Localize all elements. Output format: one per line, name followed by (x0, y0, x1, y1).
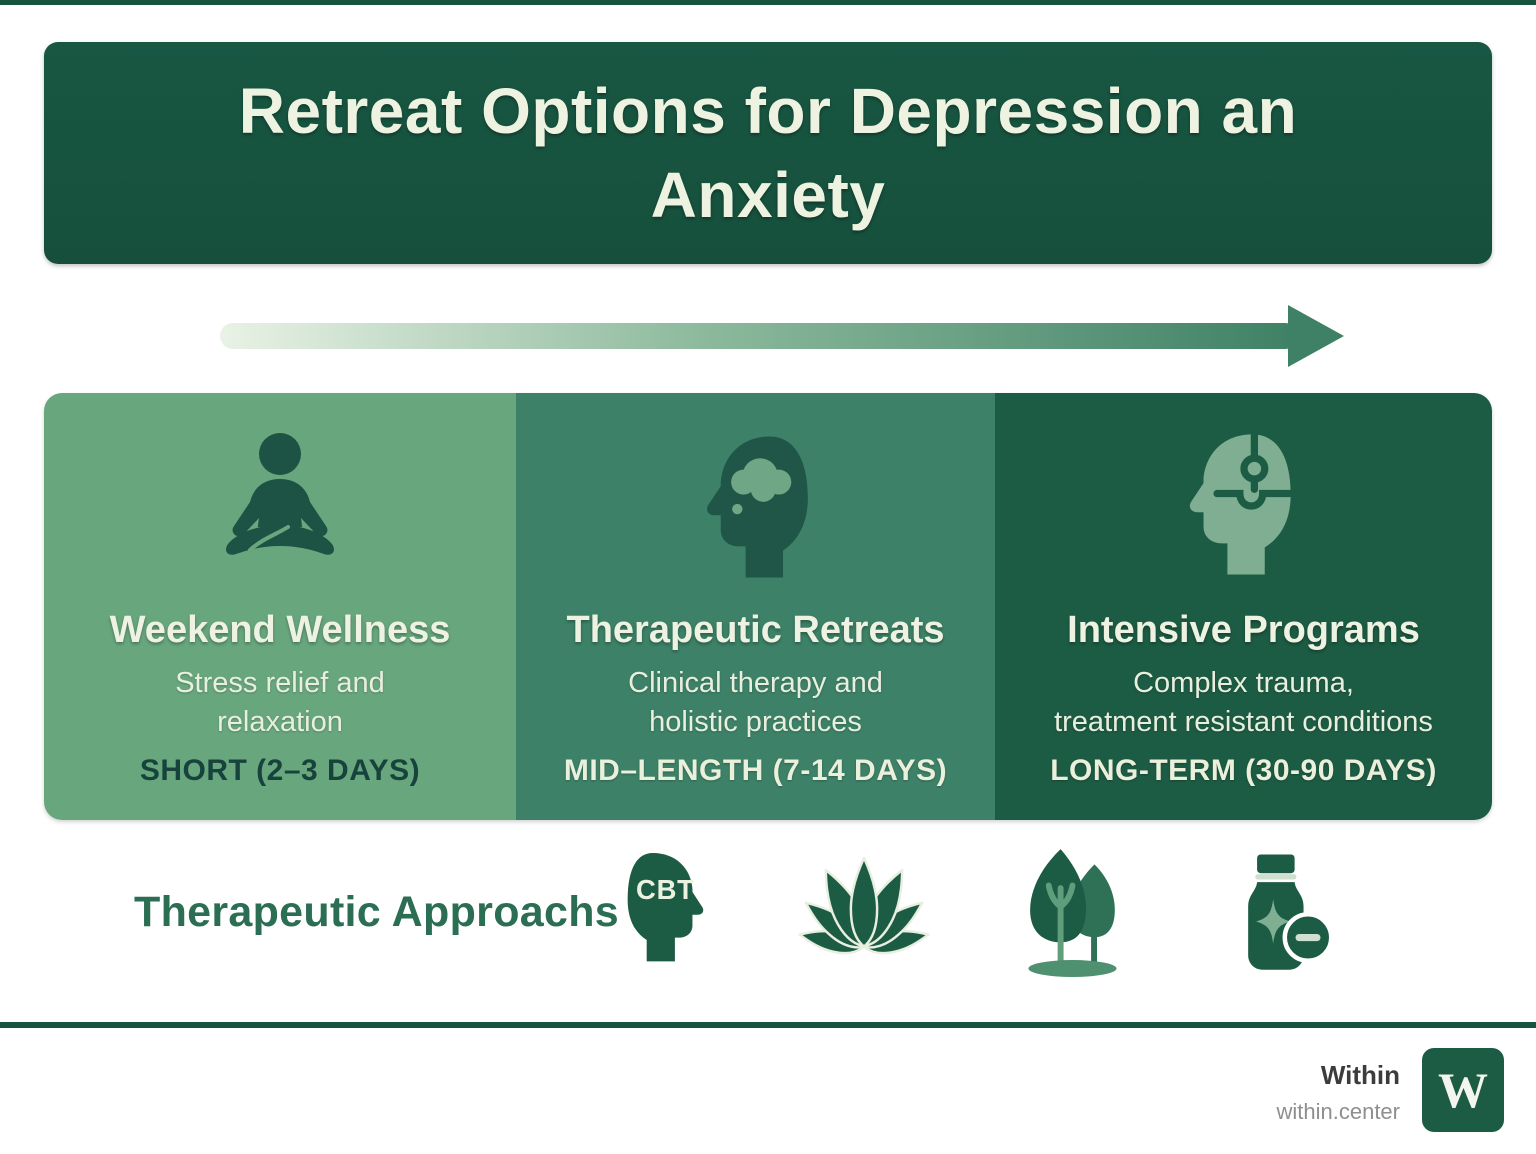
lotus-flower-icon (786, 850, 942, 989)
card-duration: MID–LENGTH (7-14 DAYS) (563, 754, 948, 787)
footer-brand-block: Within within.center (1276, 1060, 1400, 1125)
footer-divider (0, 1022, 1536, 1028)
cbt-head-icon: CBT (604, 846, 726, 981)
retreat-option-cards: Weekend Wellness Stress relief and relax… (44, 393, 1492, 820)
medication-bottle-icon (1216, 850, 1350, 989)
header-banner: Retreat Options for Depression an Anxiet… (44, 42, 1492, 264)
card-title: Weekend Wellness (109, 609, 451, 651)
meditating-person-icon (200, 421, 360, 593)
brand-url: within.center (1276, 1099, 1400, 1124)
brand-logo-letter: W (1438, 1062, 1488, 1118)
timeline-arrow-icon (220, 303, 1344, 369)
card-subtitle: Stress relief and relaxation (175, 667, 385, 738)
page-title: Retreat Options for Depression an Anxiet… (238, 74, 1298, 231)
card-duration: LONG-TERM (30-90 DAYS) (1050, 754, 1437, 787)
card-subtitle: Clinical therapy and holistic practices (628, 667, 883, 738)
head-thought-cloud-icon (673, 421, 839, 593)
card-title: Intensive Programs (1067, 609, 1420, 651)
card-weekend-wellness: Weekend Wellness Stress relief and relax… (44, 393, 516, 820)
trees-icon (1010, 844, 1140, 993)
therapeutic-approaches-label: Therapeutic Approachs (134, 888, 619, 936)
brand-name: Within (1320, 1060, 1400, 1090)
card-title: Therapeutic Retreats (566, 609, 945, 651)
card-duration: SHORT (2–3 DAYS) (139, 754, 421, 787)
card-therapeutic-retreats: Therapeutic Retreats Clinical therapy an… (516, 393, 995, 820)
card-subtitle: Complex trauma, treatment resistant cond… (1054, 667, 1433, 738)
cbt-label: CBT (636, 874, 695, 905)
card-intensive-programs: Intensive Programs Complex trauma, treat… (995, 393, 1492, 820)
brand-logo: W (1422, 1048, 1504, 1132)
top-border-strip (0, 0, 1536, 5)
head-puzzle-icon (1159, 421, 1329, 593)
